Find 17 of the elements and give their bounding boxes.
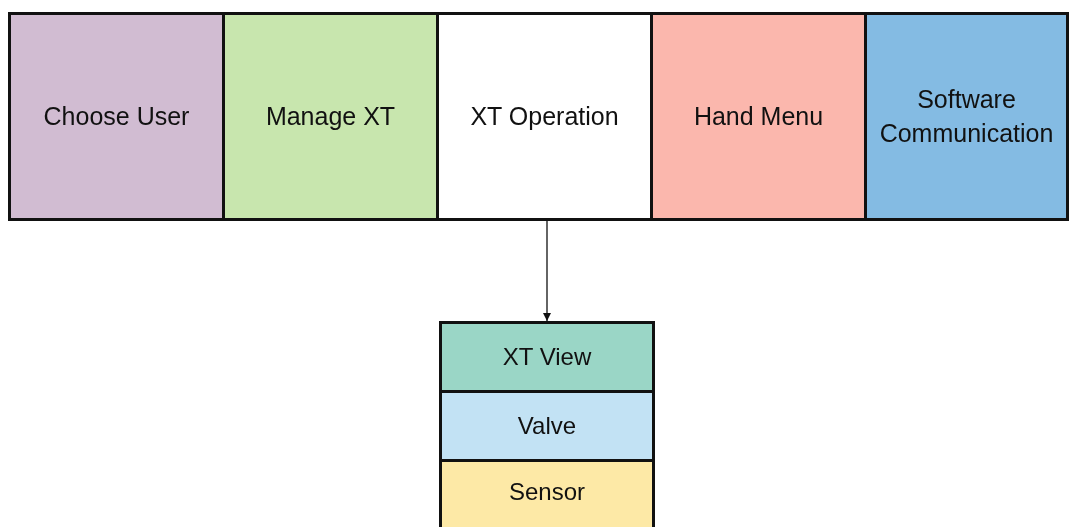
box-label: Software Communication — [878, 83, 1055, 149]
process-box — [439, 390, 655, 462]
box-label: Valve — [517, 410, 577, 441]
process-box — [864, 12, 1069, 221]
box-label: XT View — [502, 341, 592, 372]
process-box — [439, 459, 655, 527]
process-box — [222, 12, 439, 221]
arrow — [543, 220, 551, 322]
box-label: XT Operation — [470, 100, 619, 132]
process-box — [8, 12, 225, 221]
box-label: Sensor — [508, 477, 585, 507]
box-label: Hand Menu — [693, 100, 824, 132]
box-label: Manage XT — [265, 100, 396, 132]
process-box — [439, 321, 655, 393]
process-box — [436, 12, 653, 221]
process-box — [650, 12, 867, 221]
box-label: Choose User — [43, 100, 190, 132]
